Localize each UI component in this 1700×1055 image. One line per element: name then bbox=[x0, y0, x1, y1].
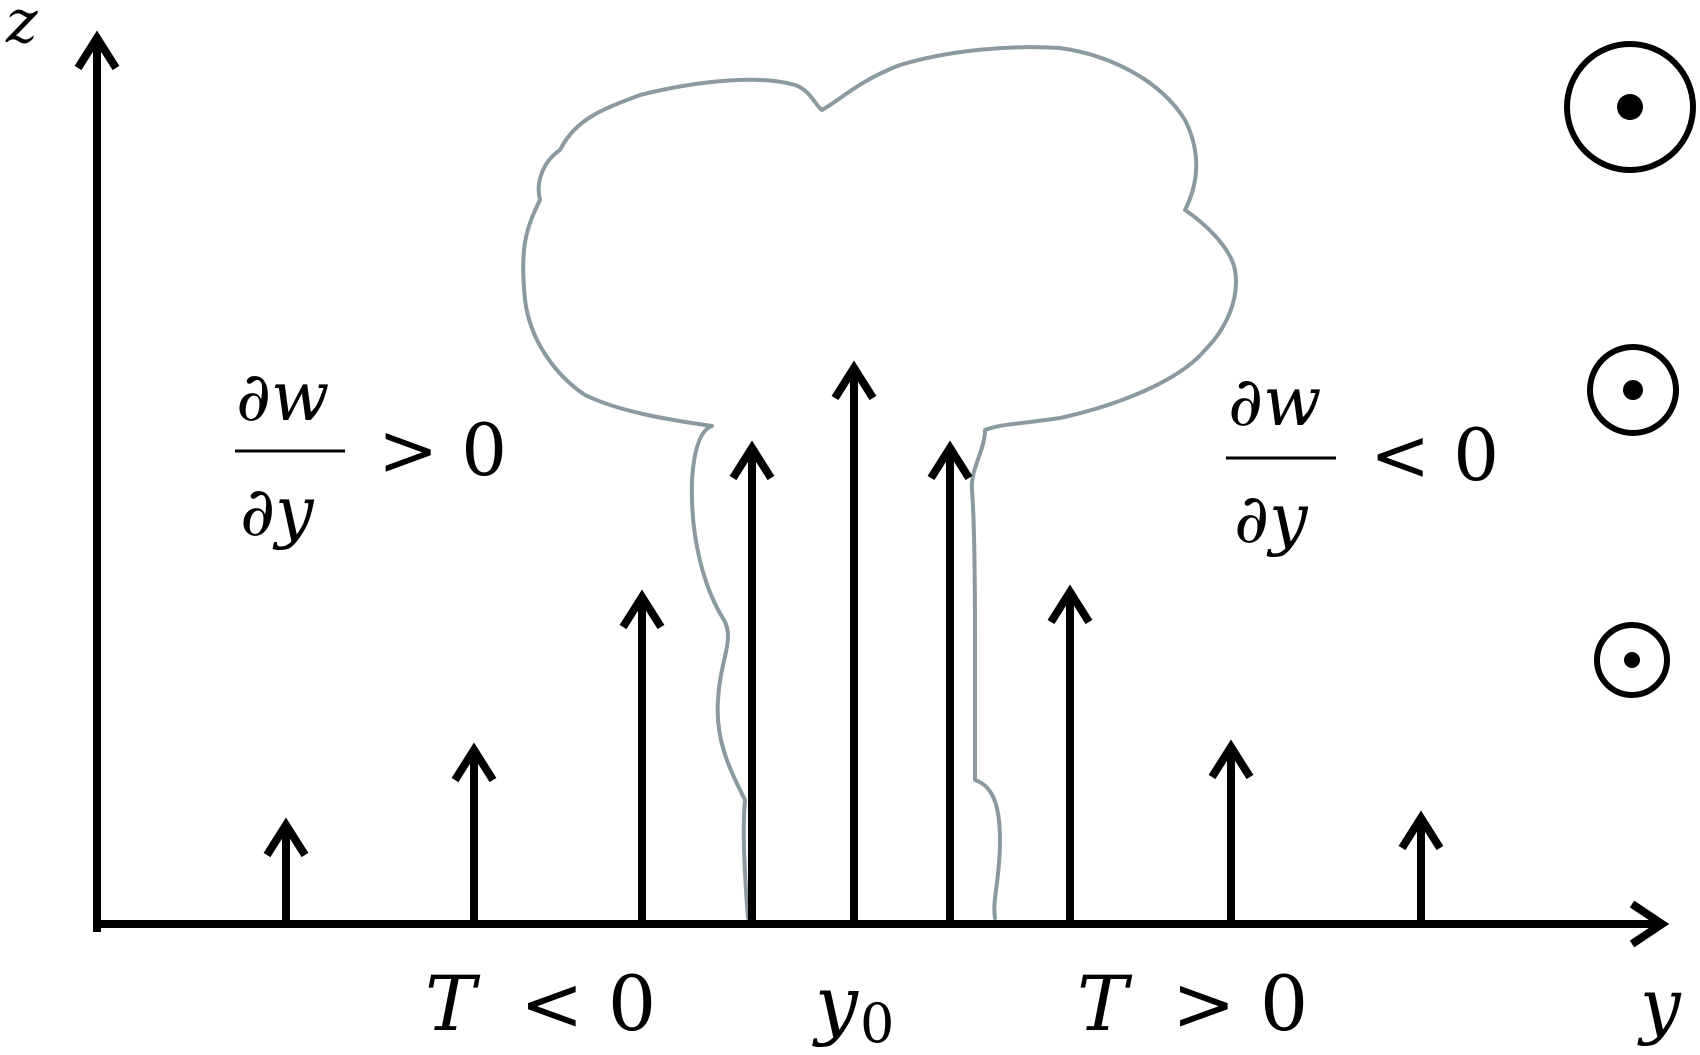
velocity-arrows bbox=[263, 360, 1444, 924]
y-axis-label: y bbox=[1637, 963, 1682, 1047]
right-gradient-numerator: ∂w bbox=[1228, 363, 1321, 442]
velocity-arrow-head bbox=[1398, 810, 1444, 851]
velocity-arrow bbox=[1398, 810, 1444, 924]
bottom-left-label: T < 0 bbox=[425, 959, 656, 1048]
y-axis bbox=[93, 900, 1670, 948]
left-gradient-label: ∂w ∂y > 0 bbox=[235, 358, 507, 552]
velocity-arrow-head bbox=[831, 360, 877, 401]
z-axis bbox=[74, 30, 120, 932]
bottom-center-label: y 0 bbox=[812, 959, 894, 1055]
velocity-arrow bbox=[927, 440, 973, 924]
bottom-left-variable: T bbox=[425, 959, 481, 1048]
velocity-arrow bbox=[263, 817, 309, 924]
velocity-arrow bbox=[619, 589, 665, 924]
bottom-right-variable: T bbox=[1077, 959, 1133, 1048]
bottom-center-base: y bbox=[812, 959, 859, 1048]
bottom-right-label: T > 0 bbox=[1077, 959, 1308, 1048]
bottom-left-relation: < 0 bbox=[520, 959, 656, 1048]
velocity-arrow-head bbox=[263, 817, 309, 858]
right-gradient-relation: < 0 bbox=[1370, 413, 1499, 497]
velocity-arrow-head bbox=[451, 742, 497, 783]
z-axis-label: z bbox=[5, 0, 38, 57]
velocity-arrow-head bbox=[729, 440, 775, 481]
out-of-page-large bbox=[1564, 41, 1696, 173]
velocity-arrow bbox=[1047, 584, 1093, 924]
velocity-arrow-head bbox=[1047, 584, 1093, 625]
velocity-arrow bbox=[451, 742, 497, 924]
velocity-arrow bbox=[831, 360, 877, 924]
left-gradient-relation: > 0 bbox=[378, 408, 507, 492]
velocity-arrow-head bbox=[927, 440, 973, 481]
right-gradient-denominator: ∂y bbox=[1234, 480, 1309, 559]
left-gradient-denominator: ∂y bbox=[240, 473, 315, 552]
velocity-arrow bbox=[729, 440, 775, 924]
velocity-arrow bbox=[1208, 739, 1254, 924]
velocity-arrow-head bbox=[1208, 739, 1254, 780]
bottom-center-subscript: 0 bbox=[860, 992, 894, 1050]
velocity-arrow-head bbox=[619, 589, 665, 630]
right-gradient-label: ∂w ∂y < 0 bbox=[1226, 363, 1499, 559]
cloud-outline bbox=[521, 45, 1238, 920]
left-gradient-numerator: ∂w bbox=[236, 358, 329, 437]
bottom-right-relation: > 0 bbox=[1172, 959, 1308, 1048]
out-of-page-medium bbox=[1587, 344, 1679, 436]
out-of-page-small bbox=[1594, 622, 1670, 698]
